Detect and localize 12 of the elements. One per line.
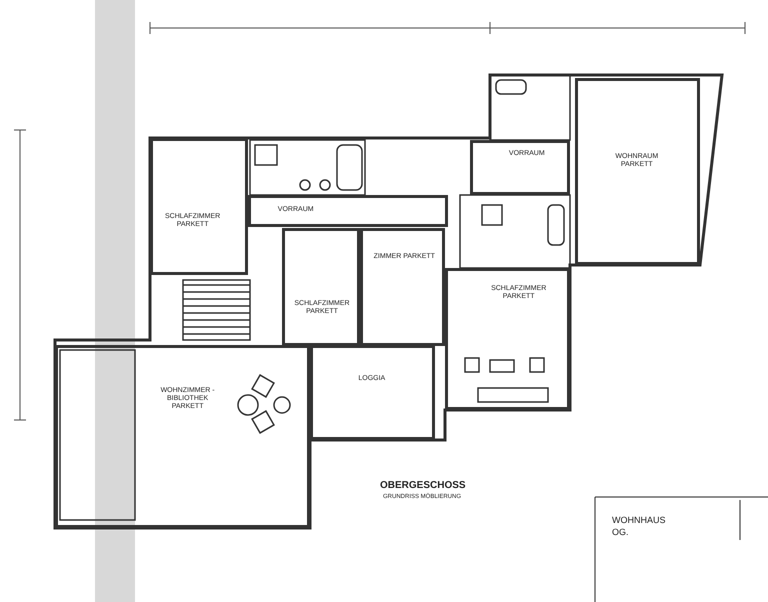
title-block-text: WOHNHAUS (612, 515, 666, 525)
room-outline (575, 78, 700, 265)
room-outline (470, 140, 570, 195)
room-outline (282, 228, 360, 346)
title-block-text: OG. (612, 527, 629, 537)
plan-title: OBERGESCHOSS (380, 480, 466, 491)
room-outline (248, 195, 448, 227)
room-outline (360, 228, 445, 346)
room-outline (55, 345, 310, 528)
room-outline (445, 268, 570, 410)
room-outline (150, 138, 248, 275)
room-outline (310, 345, 435, 440)
